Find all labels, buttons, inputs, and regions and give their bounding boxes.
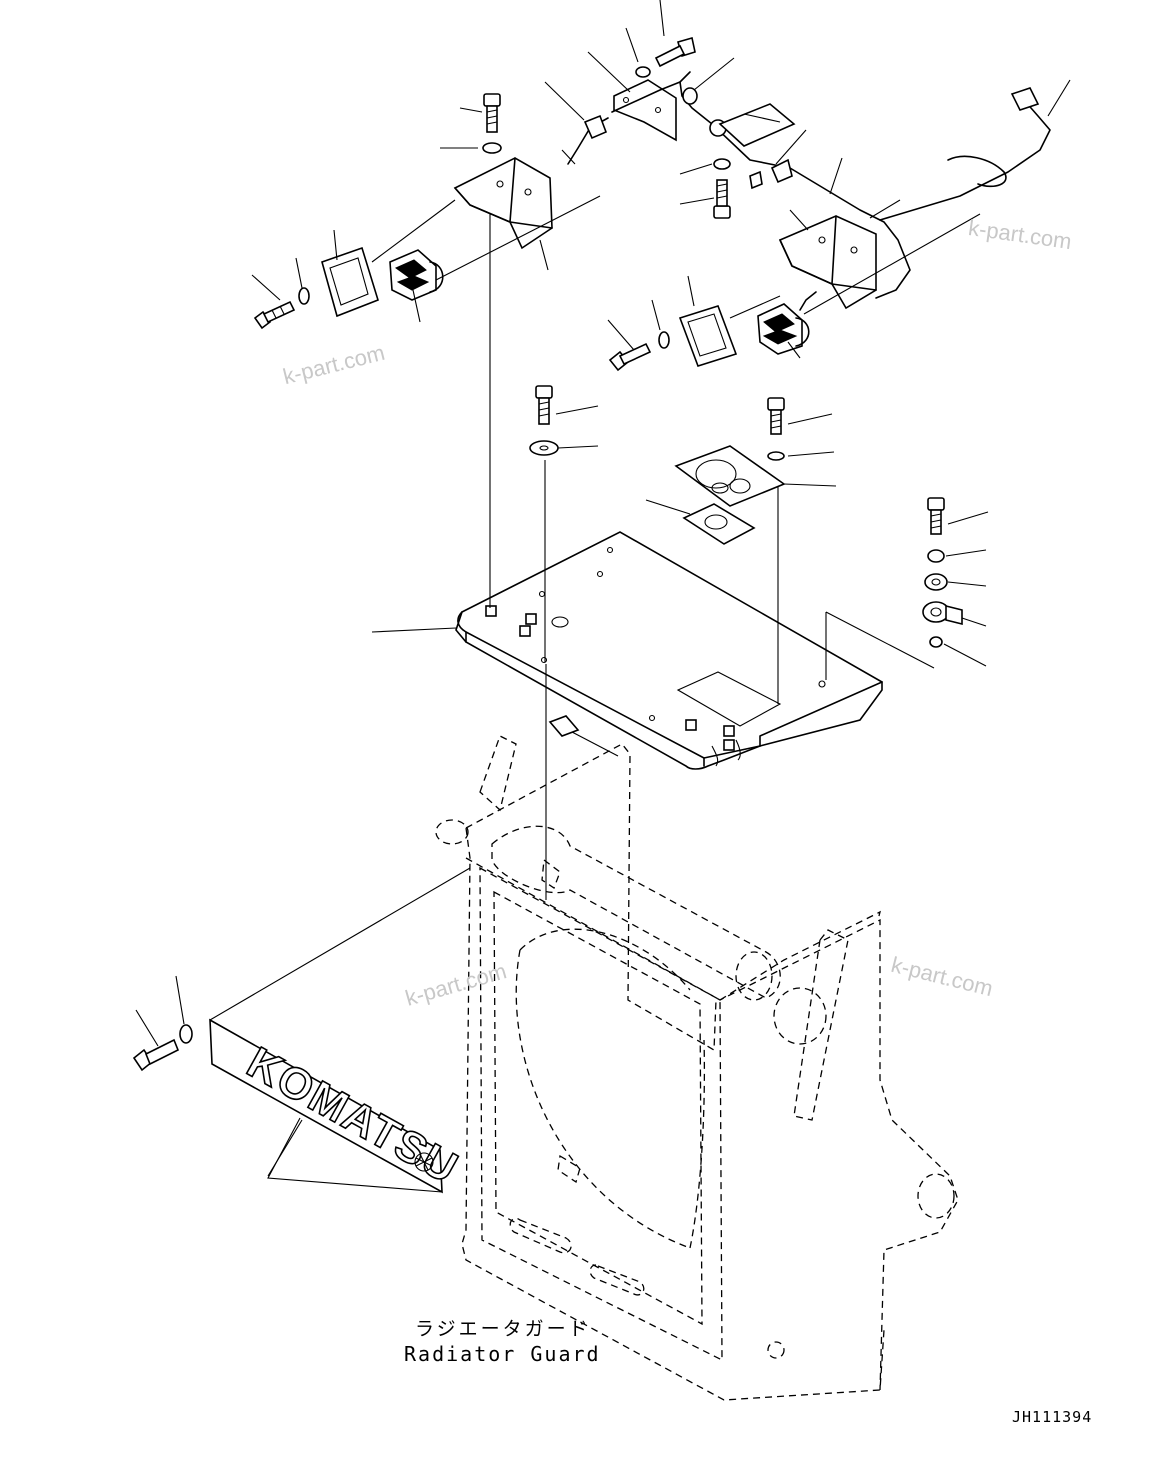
work-lamp-icon [757, 291, 817, 355]
bolt-icon [535, 385, 553, 425]
washer-icon [924, 573, 948, 591]
bolt-icon [483, 93, 501, 133]
caption-japanese: ラジエータガード [415, 1318, 591, 1340]
lamp-bracket [778, 215, 877, 310]
washer-icon [658, 331, 670, 349]
washer-icon [713, 158, 731, 170]
mounting-bracket [548, 715, 580, 737]
nameplate-text: KOMATSU [239, 1038, 467, 1194]
washer-icon [767, 451, 785, 461]
bolt-icon [608, 342, 652, 372]
bolt-icon [713, 179, 731, 219]
lamp-gasket [678, 305, 738, 367]
bolt-icon [767, 397, 785, 435]
work-lamp-icon [389, 249, 444, 301]
washer-icon [529, 440, 559, 456]
lamp-gasket [321, 246, 379, 318]
caption-english: Radiator Guard [404, 1342, 601, 1366]
washer-icon [482, 142, 502, 154]
radiator-top-cover [371, 531, 883, 770]
harness-plate [613, 79, 677, 142]
right-lamp-assembly [607, 209, 981, 372]
left-lamp-assembly [251, 93, 601, 330]
rubber-seal [645, 499, 756, 545]
washer-icon [929, 636, 943, 648]
lamp-bracket [453, 157, 553, 250]
wiring-harness [544, 0, 1071, 299]
washer-icon [635, 66, 651, 78]
washer-icon [298, 287, 310, 305]
bolt-icon [253, 300, 296, 330]
washer-icon [179, 1024, 193, 1044]
ground-terminal [922, 601, 963, 626]
washer-icon [927, 549, 945, 563]
drawing-code: JH111394 [1012, 1408, 1093, 1426]
inspection-cover-plate [674, 445, 786, 507]
bolt-icon [132, 1038, 180, 1072]
radiator-guard-frame [435, 735, 959, 1401]
komatsu-nameplate: KOMATSU [209, 867, 471, 1195]
bolt-icon [654, 36, 696, 68]
bolt-icon [927, 497, 945, 535]
